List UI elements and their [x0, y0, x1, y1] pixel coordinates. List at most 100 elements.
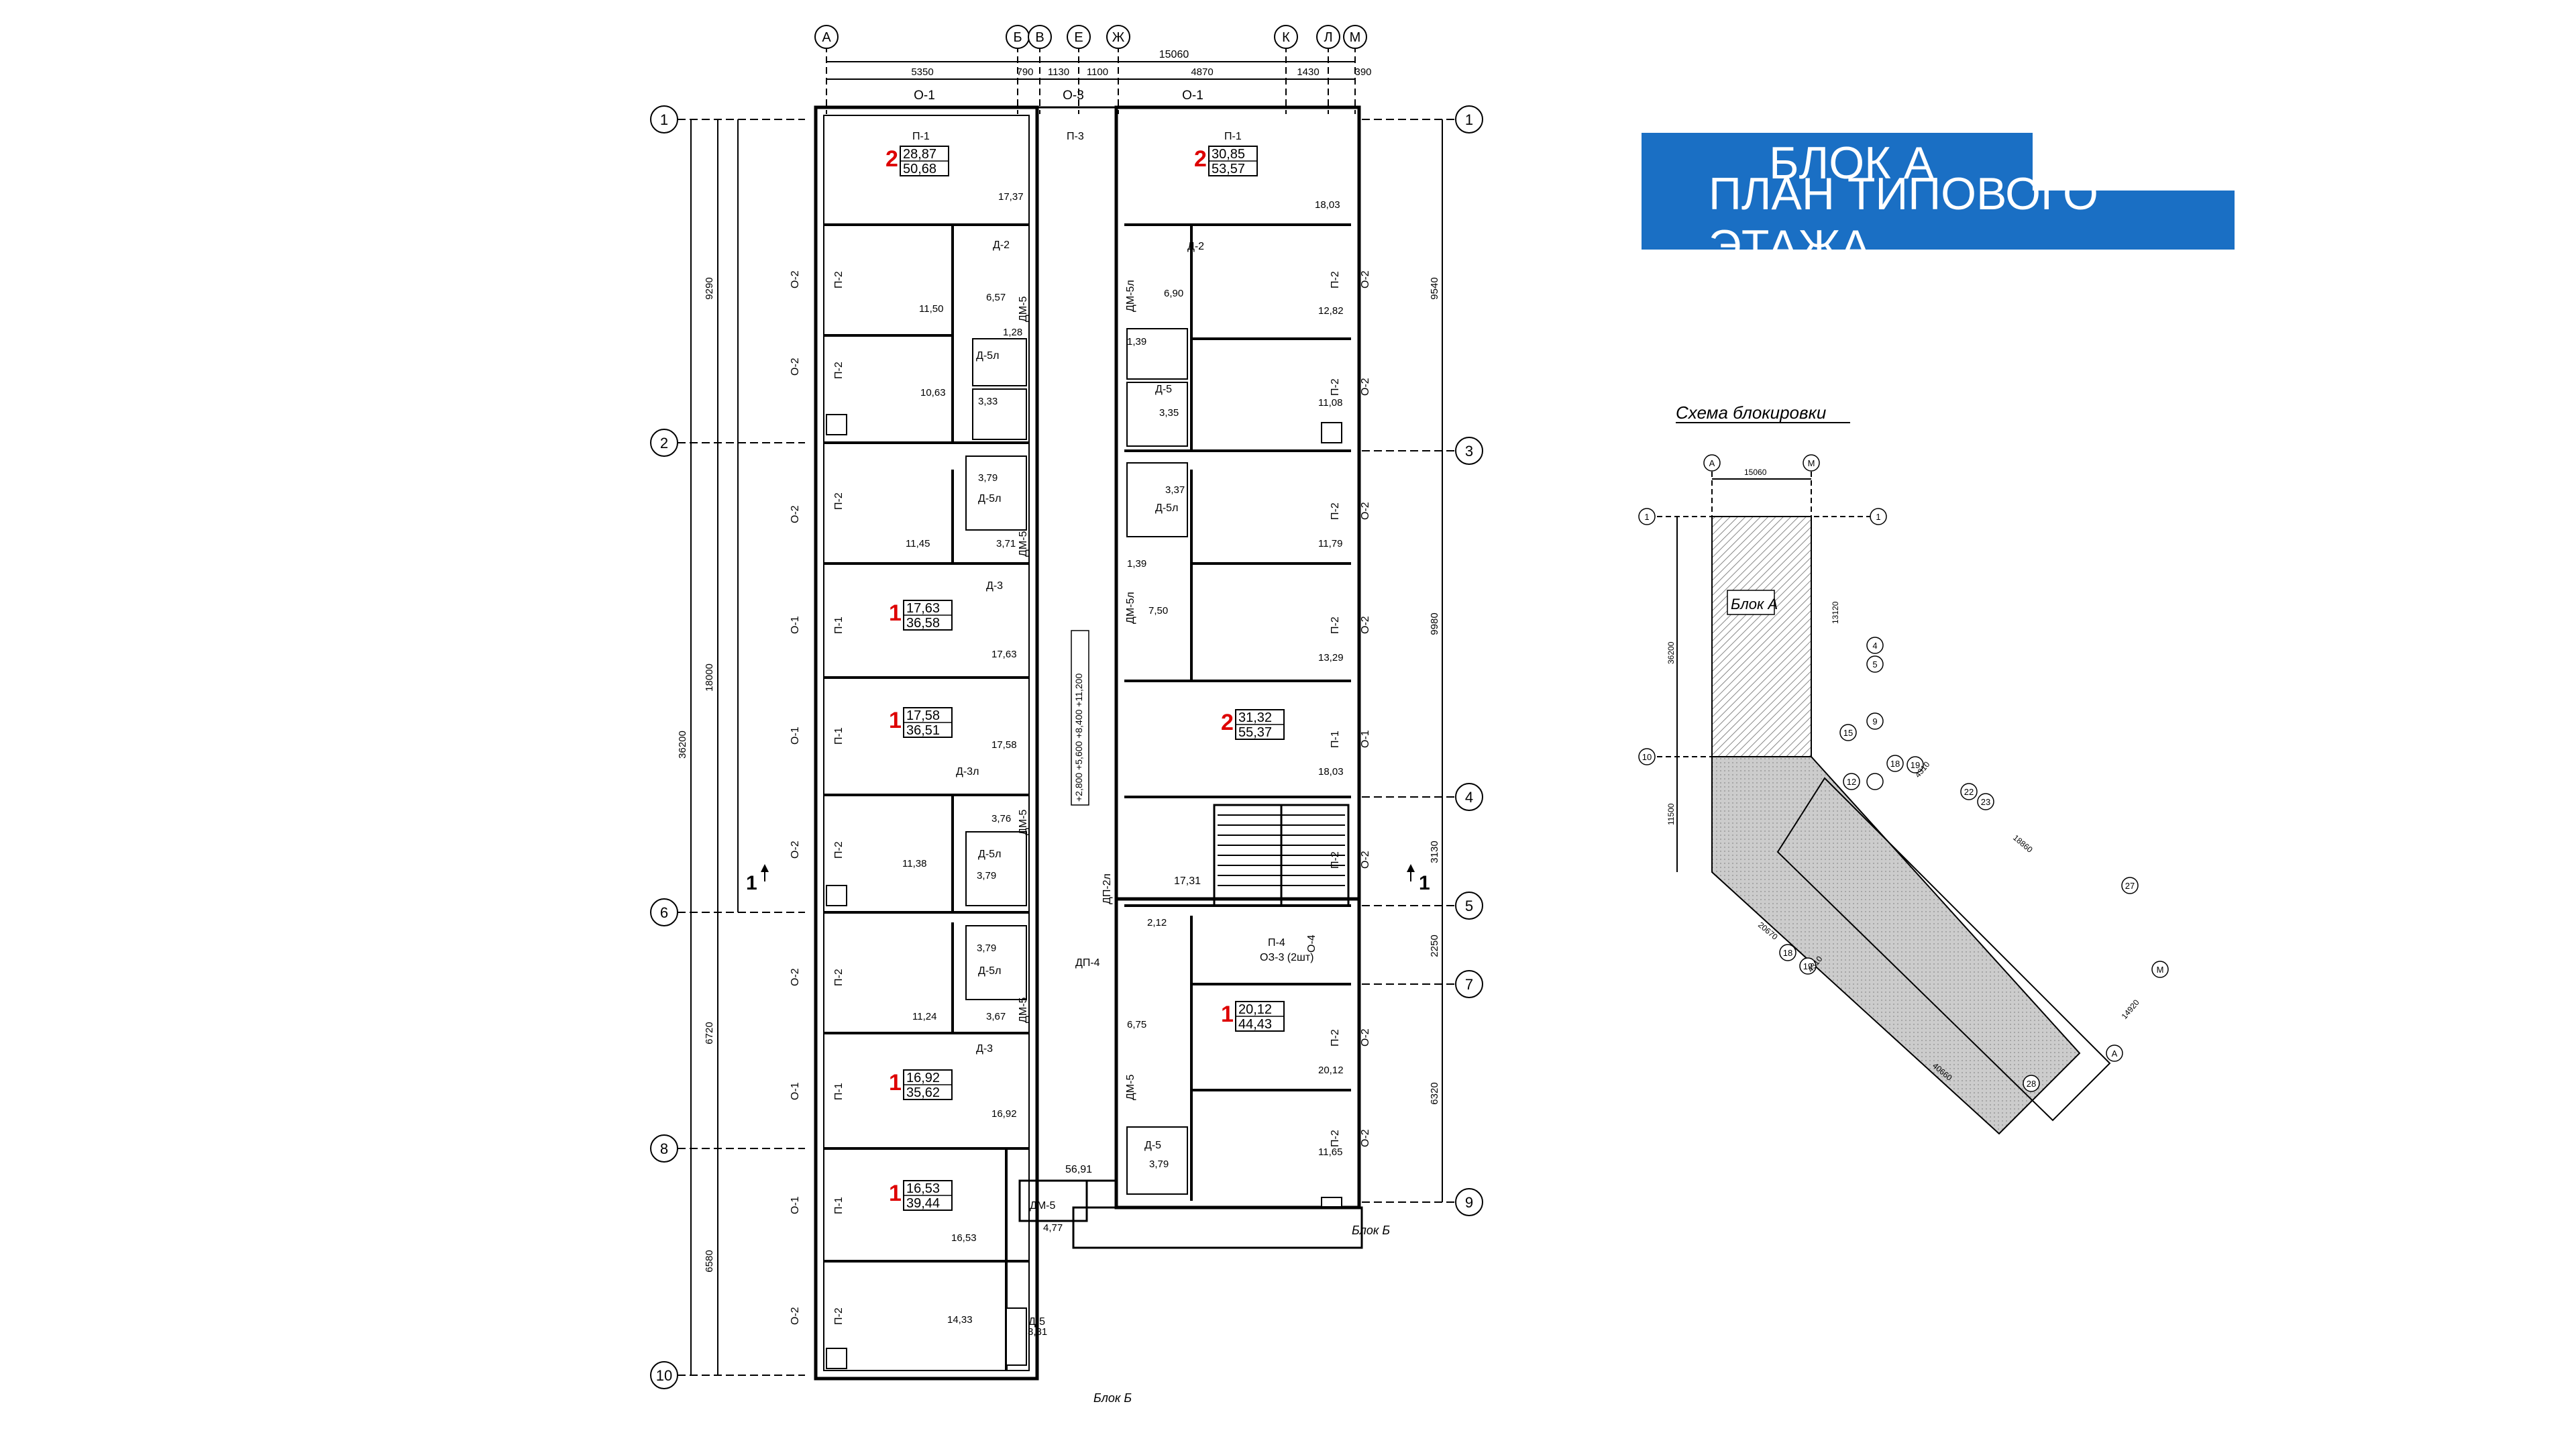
svg-text:П-2: П-2 — [833, 271, 845, 288]
svg-text:3,33: 3,33 — [978, 396, 998, 407]
apt-rooms: 1 — [1221, 1002, 1234, 1027]
svg-text:О-2: О-2 — [790, 841, 801, 859]
svg-text:Д-5: Д-5 — [1144, 1140, 1161, 1151]
top-axes — [826, 46, 1356, 114]
dimension: 1100 — [1087, 66, 1108, 78]
svg-text:П-2: П-2 — [1330, 271, 1341, 288]
svg-text:28: 28 — [2027, 1079, 2036, 1089]
dimension: 790 — [1016, 66, 1033, 78]
svg-text:П-2: П-2 — [1330, 502, 1341, 520]
svg-text:О-2: О-2 — [790, 270, 801, 288]
svg-text:О-2: О-2 — [790, 505, 801, 523]
block-b-label: Блок Б Блок Б — [1093, 1224, 1390, 1405]
svg-text:16,92: 16,92 — [991, 1108, 1017, 1120]
svg-text:5: 5 — [1872, 659, 1877, 669]
svg-text:Д-3л: Д-3л — [956, 766, 979, 777]
svg-text:1,28: 1,28 — [1003, 327, 1022, 338]
room-areas: 17,37 11,50 6,57 1,28 10,63 3,33 3,79 11… — [902, 191, 1344, 1338]
svg-text:П-1: П-1 — [833, 1197, 845, 1214]
wall-tag: О-1 — [1182, 89, 1203, 103]
axis-label: М — [1350, 30, 1361, 45]
svg-text:А: А — [2112, 1049, 2118, 1059]
svg-text:3,71: 3,71 — [996, 538, 1016, 549]
svg-text:3,76: 3,76 — [991, 813, 1011, 824]
svg-text:19: 19 — [1911, 760, 1920, 770]
svg-text:18: 18 — [1783, 948, 1792, 958]
svg-text:М: М — [2157, 965, 2164, 975]
svg-text:14920: 14920 — [2120, 998, 2141, 1021]
right-axes — [1362, 119, 1456, 1203]
svg-text:П-2: П-2 — [1330, 378, 1341, 396]
dimension: 18000 — [704, 663, 715, 692]
dimension: 9540 — [1429, 277, 1440, 299]
stair — [1218, 805, 1345, 906]
axis-label: 1 — [660, 111, 668, 128]
svg-text:13,29: 13,29 — [1318, 652, 1344, 663]
svg-text:17,63: 17,63 — [991, 649, 1017, 660]
apt-rooms: 2 — [885, 146, 898, 172]
svg-text:П-2: П-2 — [1330, 1029, 1341, 1046]
svg-text:7,50: 7,50 — [1148, 605, 1168, 616]
apt-total: 44,43 — [1238, 1017, 1272, 1032]
dimension: 9980 — [1429, 612, 1440, 635]
svg-text:ОЗ-3 (2шт): ОЗ-3 (2шт) — [1260, 952, 1314, 963]
svg-text:17,31: 17,31 — [1174, 875, 1201, 887]
svg-text:ДП-2л: ДП-2л — [1102, 873, 1113, 904]
svg-text:11,79: 11,79 — [1318, 538, 1342, 549]
svg-text:23: 23 — [1981, 797, 1990, 807]
svg-text:О-2: О-2 — [1360, 1129, 1371, 1147]
apt-total: 36,51 — [906, 723, 940, 738]
top-axis-bubbles — [814, 25, 1367, 49]
apt-rooms: 1 — [889, 600, 902, 626]
apt-rooms: 1 — [889, 1181, 902, 1206]
svg-text:6,75: 6,75 — [1127, 1019, 1146, 1030]
dimension: 6720 — [704, 1022, 715, 1044]
apt-rooms: 2 — [1194, 146, 1207, 172]
svg-text:П-2: П-2 — [833, 1307, 845, 1325]
apt-rooms: 1 — [889, 1070, 902, 1095]
axis-label: 1 — [1465, 111, 1473, 128]
svg-text:3,79: 3,79 — [1149, 1159, 1169, 1170]
svg-text:П-2: П-2 — [833, 841, 845, 859]
axis-label: А — [822, 30, 831, 45]
axis-label: 6 — [660, 904, 668, 921]
svg-text:3,37: 3,37 — [1165, 484, 1185, 496]
svg-text:14,33: 14,33 — [947, 1314, 973, 1326]
svg-text:1,39: 1,39 — [1127, 336, 1146, 347]
apt-total: 50,68 — [903, 162, 936, 176]
svg-text:4,77: 4,77 — [1043, 1222, 1063, 1234]
svg-text:Д-5л: Д-5л — [978, 493, 1001, 504]
dimension: 9290 — [704, 277, 715, 299]
axis-label: Л — [1324, 30, 1332, 45]
svg-text:2,12: 2,12 — [1147, 917, 1167, 928]
element-labels: О-2 О-2 О-2 О-1 О-1 О-2 О-2 О-1 О-1 О-2 … — [790, 131, 1371, 1328]
svg-text:1,39: 1,39 — [1127, 558, 1146, 570]
title-line-1: БЛОК А — [1642, 133, 2033, 193]
apartment-tags: 2 28,87 50,68 2 30,85 53,57 1 17,63 36,5… — [885, 146, 1285, 1211]
svg-text:12: 12 — [1847, 777, 1856, 787]
apt-living: 20,12 — [1238, 1002, 1272, 1017]
corridor-info: 56,91 ДП-4 +2,800 +5,600 +8,400 +11,200 … — [1065, 674, 1201, 1175]
svg-text:11,50: 11,50 — [919, 303, 943, 315]
svg-text:6,90: 6,90 — [1164, 288, 1183, 299]
svg-text:18: 18 — [1890, 759, 1900, 769]
dimension: 6320 — [1429, 1082, 1440, 1104]
axis-label: 8 — [660, 1140, 668, 1157]
axis-label: 5 — [1465, 898, 1473, 914]
svg-text:Д-2: Д-2 — [1187, 241, 1204, 252]
svg-text:15: 15 — [1843, 728, 1853, 738]
svg-text:11,45: 11,45 — [906, 538, 930, 549]
svg-text:ДМ-5: ДМ-5 — [1018, 531, 1029, 557]
apt-living: 16,92 — [906, 1071, 940, 1085]
dimension: 1430 — [1297, 66, 1319, 78]
svg-text:6,57: 6,57 — [986, 292, 1006, 303]
svg-text:О-2: О-2 — [1360, 502, 1371, 520]
apt-rooms: 2 — [1221, 710, 1234, 735]
svg-text:3,35: 3,35 — [1159, 407, 1179, 419]
corridor-end — [1018, 1179, 1363, 1249]
svg-text:Д-5л: Д-5л — [978, 965, 1001, 977]
dimension: 3130 — [1429, 841, 1440, 863]
dimension: 2250 — [1429, 934, 1440, 957]
svg-text:Блок Б: Блок Б — [1352, 1224, 1390, 1237]
